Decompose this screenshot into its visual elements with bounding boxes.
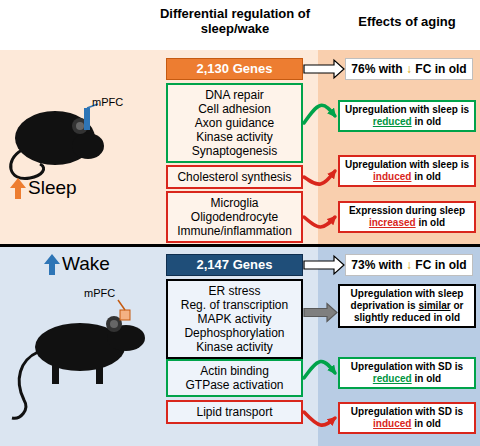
block-arrow xyxy=(304,60,344,78)
node-text: Oligodendrocyte xyxy=(172,210,297,224)
term-list-box: DNA repairCell adhesionAxon guidanceKina… xyxy=(166,83,303,163)
aging-effect-box: Upregulation with sleep is reduced in ol… xyxy=(338,100,476,132)
emphasis-word: ↓ xyxy=(406,62,412,76)
percent-box: 73% with ↓ FC in old xyxy=(345,254,473,276)
node-text: DNA repair xyxy=(172,88,297,102)
term-list-box: MicrogliaOligodendrocyteImmune/inflammat… xyxy=(166,191,303,243)
emphasis-word: increased xyxy=(369,217,416,228)
electrode xyxy=(84,108,90,130)
node-text: Upregulation with sleep is reduced in ol… xyxy=(343,104,471,128)
node-text: Kinase activity xyxy=(172,130,297,144)
node-text: Expression during sleep increased in old xyxy=(343,205,471,229)
emphasis-word: reduced xyxy=(373,116,412,127)
aging-column xyxy=(318,247,480,446)
aging-effect-box: Upregulation with SD is reduced in old xyxy=(338,357,476,389)
awake-mouse xyxy=(12,300,145,418)
divider-line xyxy=(0,244,480,247)
curved-arrow xyxy=(304,105,335,123)
aging-effect-box: Upregulation with sleep is induced in ol… xyxy=(338,155,476,187)
node-text: Cell adhesion xyxy=(172,102,297,116)
term-list-box: ER stressReg. of transcriptionMAPK activ… xyxy=(166,279,303,359)
percent-box: 76% with ↓ FC in old xyxy=(345,58,473,80)
node-text: Lipid transport xyxy=(172,405,297,419)
block-arrow xyxy=(304,304,337,322)
node-text: 76% with ↓ FC in old xyxy=(350,61,468,77)
node-text: Upregulation with sleep is induced in ol… xyxy=(343,159,471,183)
node-text: Cholesterol synthesis xyxy=(172,170,297,184)
term-list-box: Actin bindingGTPase activation xyxy=(166,359,303,397)
column-heading: Effects of aging xyxy=(338,14,476,29)
wake-panel xyxy=(0,247,480,446)
state-label: Wake xyxy=(62,253,142,275)
node-text: GTPase activation xyxy=(172,378,297,392)
node-text: Reg. of transcription xyxy=(172,298,297,312)
gene-count-box: 2,130 Genes xyxy=(166,58,303,80)
node-text: Kinase activity xyxy=(172,340,297,354)
node-text: Upregulation with SD is induced in old xyxy=(343,406,471,430)
curved-arrow xyxy=(304,171,335,184)
emphasis-word: similar xyxy=(418,300,450,311)
sleeping-mouse xyxy=(11,104,104,178)
node-text: Axon guidance xyxy=(172,116,297,130)
node-text: 2,147 Genes xyxy=(171,257,298,273)
emphasis-word: induced xyxy=(373,171,411,182)
aging-effect-box: Upregulation with sleep deprivation is s… xyxy=(338,284,476,328)
block-arrow xyxy=(304,256,344,274)
curved-arrow xyxy=(304,412,335,425)
state-label: Sleep xyxy=(28,177,108,199)
term-list-box: Lipid transport xyxy=(166,400,303,424)
aging-column xyxy=(318,50,480,244)
region-label: mPFC xyxy=(92,96,136,109)
emphasis-word: induced xyxy=(373,418,411,429)
curved-arrow xyxy=(304,217,335,227)
emphasis-word: ↓ xyxy=(406,258,412,272)
aging-effect-box: Expression during sleep increased in old xyxy=(338,201,476,233)
column-heading: Differential regulation of sleep/wake xyxy=(158,6,312,36)
region-label: mPFC xyxy=(84,287,128,300)
node-text: Immune/inflammation xyxy=(172,224,297,238)
node-text: Microglia xyxy=(172,196,297,210)
node-text: 73% with ↓ FC in old xyxy=(350,257,468,273)
node-text: Synaptogenesis xyxy=(172,144,297,158)
emphasis-word: reduced xyxy=(373,373,412,384)
sleep-panel xyxy=(0,50,480,244)
up-arrow xyxy=(44,254,60,275)
node-text: MAPK activity xyxy=(172,312,297,326)
node-text: Upregulation with SD is reduced in old xyxy=(343,361,471,385)
node-text: Actin binding xyxy=(172,364,297,378)
gene-count-box: 2,147 Genes xyxy=(166,254,303,276)
up-arrow xyxy=(10,178,26,199)
node-text: Upregulation with sleep deprivation is s… xyxy=(343,288,471,324)
electrode xyxy=(120,310,130,320)
term-list-box: Cholesterol synthesis xyxy=(166,165,303,189)
node-text: Dephosphorylation xyxy=(172,326,297,340)
node-text: 2,130 Genes xyxy=(171,61,298,77)
aging-effect-box: Upregulation with SD is induced in old xyxy=(338,402,476,434)
curved-arrow xyxy=(304,361,335,378)
node-text: ER stress xyxy=(172,284,297,298)
